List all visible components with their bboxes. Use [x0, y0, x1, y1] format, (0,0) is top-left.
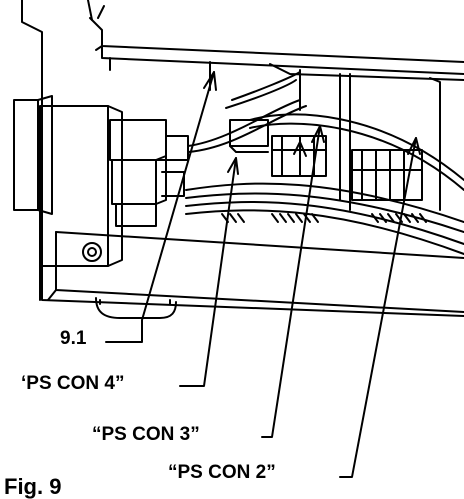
figure-label: Fig. 9 — [4, 474, 62, 499]
chassis-outline — [21, 0, 464, 317]
leader-line-9-1 — [105, 71, 217, 343]
callout-ps-con-2: “PS CON 2” — [168, 462, 276, 483]
pcb-pin-row — [221, 213, 427, 223]
top-cover-plate — [101, 45, 464, 211]
callout-ps-con-3: “PS CON 3” — [92, 424, 200, 445]
leader-line-ps-con-4 — [179, 157, 239, 387]
power-inlet-module — [109, 119, 189, 227]
mounting-screw — [82, 242, 102, 262]
callout-ps-con-4: ‘PS CON 4” — [21, 373, 125, 394]
leader-line-ps-con-3 — [261, 125, 325, 438]
power-supply-drawing — [13, 0, 464, 478]
pcb-front-rail — [47, 231, 464, 319]
leader-line-ps-con-2 — [339, 137, 421, 478]
side-panel — [13, 95, 123, 301]
wire-harness — [185, 71, 464, 255]
callout-9-1: 9.1 — [60, 328, 87, 349]
connector-housing-left — [229, 119, 327, 177]
